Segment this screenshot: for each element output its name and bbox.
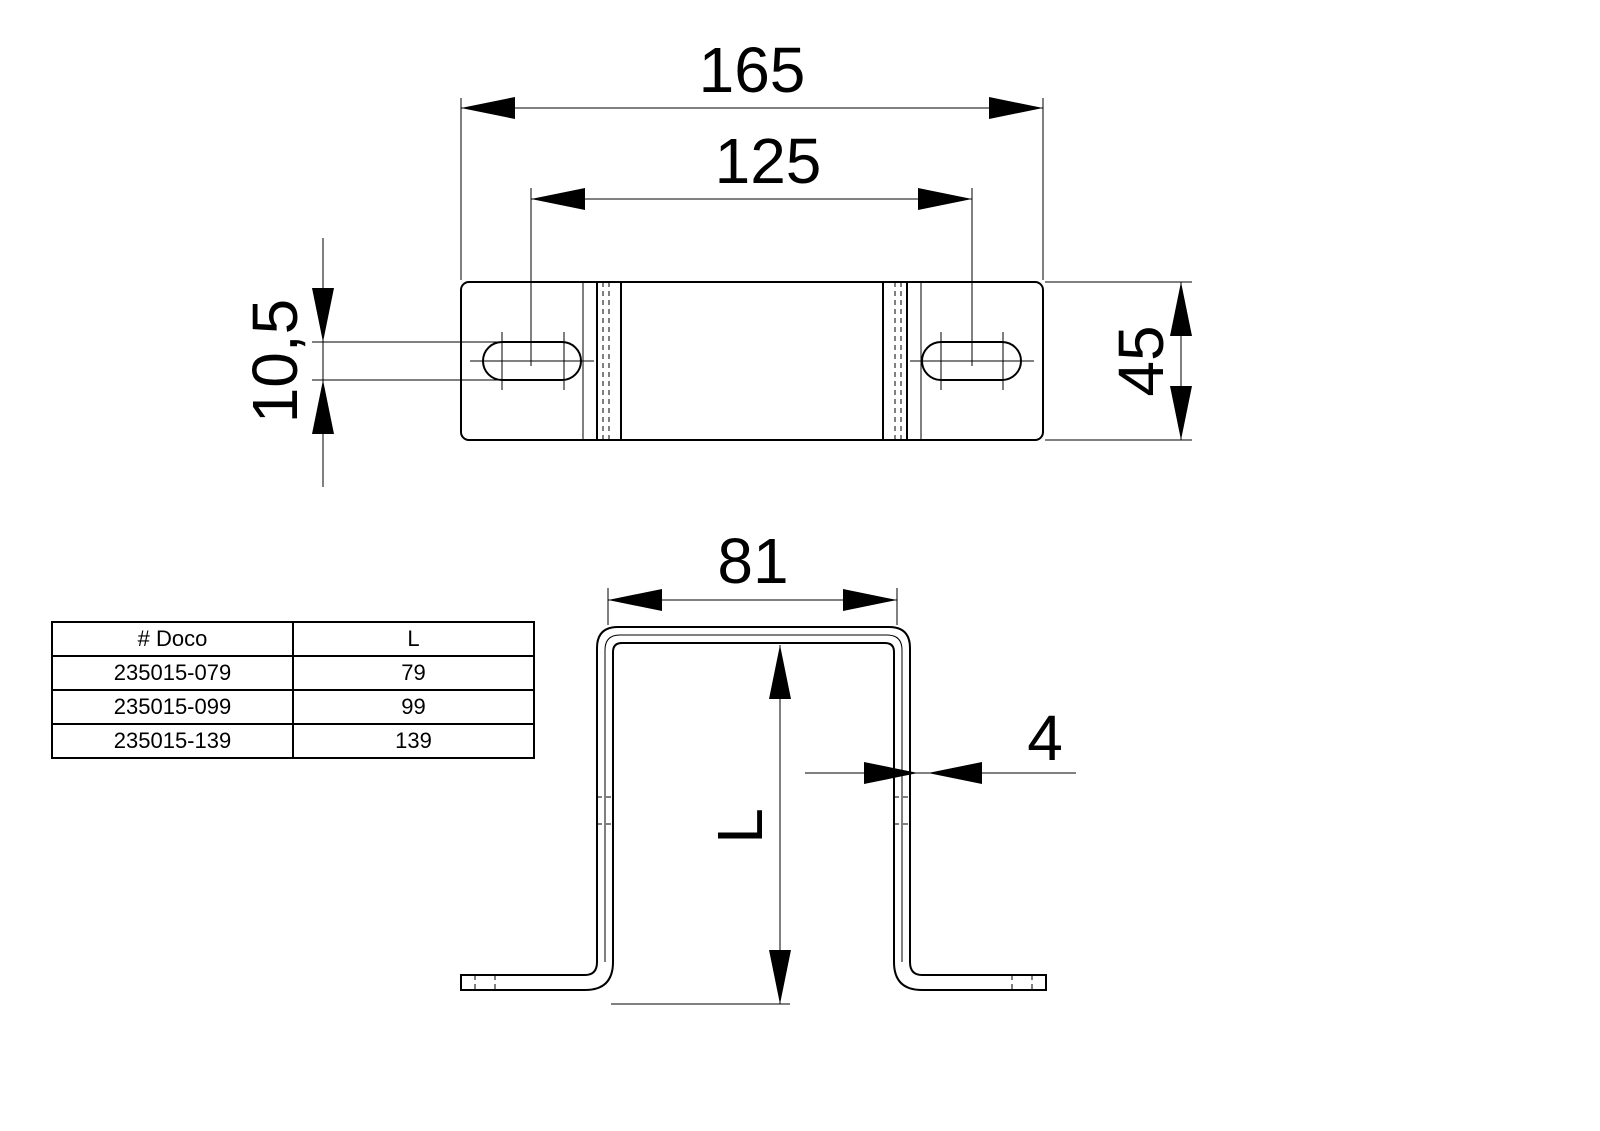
table-row: 235015-099 99 (51, 689, 535, 725)
front-view: 81 L 4 (460, 525, 1076, 1005)
header-doco: # Doco (51, 621, 294, 657)
dim-45: 45 (1105, 325, 1177, 396)
cell-doco: 235015-079 (51, 655, 294, 691)
dim-4: 4 (1027, 702, 1063, 774)
cell-L: 79 (292, 655, 535, 691)
cell-L: 139 (292, 723, 535, 759)
table-row: 235015-079 79 (51, 655, 535, 691)
table-header-row: # Doco L (51, 621, 535, 657)
dim-81: 81 (717, 525, 788, 597)
plate-outline (460, 281, 1044, 441)
bracket-outer-profile (460, 626, 1047, 991)
cell-doco: 235015-139 (51, 723, 294, 759)
dim-L: L (704, 808, 776, 844)
parts-table: # Doco L 235015-079 79 235015-099 99 235… (51, 621, 535, 759)
table-row: 235015-139 139 (51, 723, 535, 759)
dim-125: 125 (715, 125, 822, 197)
dim-10-5: 10,5 (239, 299, 311, 424)
cell-L: 99 (292, 689, 535, 725)
header-L: L (292, 621, 535, 657)
top-view: 165 125 10,5 45 (239, 34, 1192, 487)
cell-doco: 235015-099 (51, 689, 294, 725)
dim-165: 165 (699, 34, 806, 106)
